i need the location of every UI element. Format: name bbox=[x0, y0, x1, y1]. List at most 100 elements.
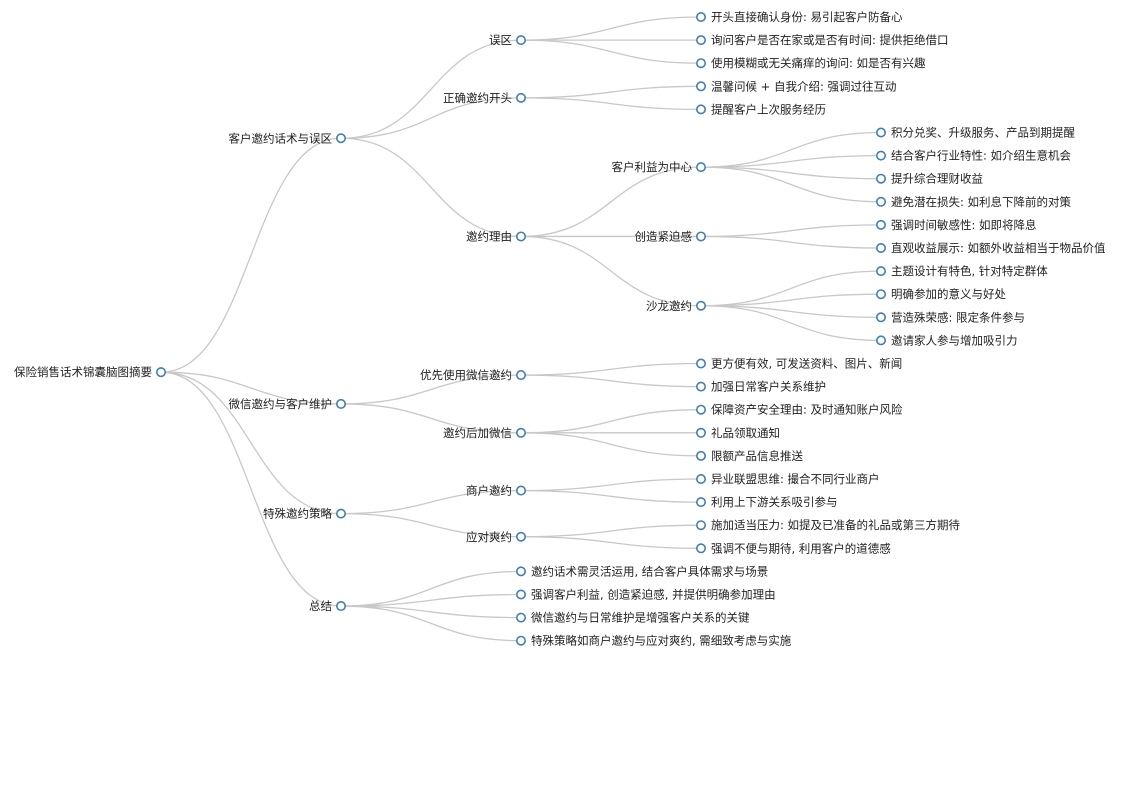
mindmap-node[interactable]: 强调不便与期待, 利用客户的道德感 bbox=[695, 541, 891, 555]
node-toggle-circle[interactable] bbox=[515, 566, 526, 577]
node-toggle-circle[interactable] bbox=[695, 450, 706, 461]
node-toggle-circle[interactable] bbox=[515, 612, 526, 623]
link-edge bbox=[340, 374, 522, 405]
mindmap-node[interactable]: 商户邀约 bbox=[466, 484, 526, 498]
mindmap-node[interactable]: 邀约后加微信 bbox=[443, 426, 526, 440]
mindmap-node[interactable]: 温馨问候 + 自我介绍: 强调过往互动 bbox=[695, 79, 897, 93]
node-label: 温馨问候 + 自我介绍: 强调过往互动 bbox=[711, 79, 896, 93]
node-toggle-circle[interactable] bbox=[515, 427, 526, 438]
node-toggle-circle[interactable] bbox=[515, 35, 526, 46]
mindmap-node[interactable]: 强调客户利益, 创造紧迫感, 并提供明确参加理由 bbox=[515, 588, 776, 602]
mindmap-node[interactable]: 邀约理由 bbox=[466, 229, 526, 243]
nodes-layer: 保险销售话术锦囊脑图摘要 客户邀约话术与误区 误区 开头直接确认身份: 易引起客户防备… bbox=[14, 10, 1106, 648]
mindmap-node[interactable]: 异业联盟思维: 撮合不同行业商户 bbox=[695, 472, 880, 486]
mindmap-node[interactable]: 创造紧迫感 bbox=[635, 229, 706, 243]
mindmap-node[interactable]: 邀请家人参与增加吸引力 bbox=[875, 333, 1018, 347]
mindmap-node[interactable]: 总结 bbox=[309, 599, 346, 613]
node-toggle-circle[interactable] bbox=[695, 381, 706, 392]
node-toggle-circle[interactable] bbox=[695, 12, 706, 22]
node-toggle-circle[interactable] bbox=[695, 104, 706, 115]
node-toggle-circle[interactable] bbox=[515, 231, 526, 242]
node-label: 邀约后加微信 bbox=[443, 426, 512, 440]
mindmap-node[interactable]: 应对爽约 bbox=[466, 530, 526, 544]
mindmap-node[interactable]: 强调时间敏感性: 如即将降息 bbox=[875, 218, 1037, 232]
node-toggle-circle[interactable] bbox=[695, 427, 706, 438]
mindmap-node[interactable]: 沙龙邀约 bbox=[646, 299, 706, 313]
mindmap-node[interactable]: 利用上下游关系吸引参与 bbox=[695, 495, 838, 509]
mindmap-node[interactable]: 优先使用微信邀约 bbox=[420, 368, 526, 382]
node-toggle-circle[interactable] bbox=[156, 367, 167, 378]
node-toggle-circle[interactable] bbox=[875, 312, 886, 323]
node-toggle-circle[interactable] bbox=[695, 473, 706, 484]
node-toggle-circle[interactable] bbox=[515, 635, 526, 646]
node-toggle-circle[interactable] bbox=[875, 150, 886, 161]
mindmap-node[interactable]: 结合客户行业特性: 如介绍生意机会 bbox=[875, 149, 1072, 163]
node-toggle-circle[interactable] bbox=[695, 231, 706, 242]
node-toggle-circle[interactable] bbox=[335, 398, 346, 409]
node-toggle-circle[interactable] bbox=[695, 520, 706, 531]
mindmap-node[interactable]: 微信邀约与客户维护 bbox=[229, 397, 346, 411]
mindmap-node[interactable]: 保障资产安全理由: 及时通知账户风险 bbox=[695, 403, 903, 417]
node-toggle-circle[interactable] bbox=[695, 162, 706, 173]
mindmap-node[interactable]: 客户邀约话术与误区 bbox=[229, 131, 346, 145]
node-toggle-circle[interactable] bbox=[875, 289, 886, 300]
node-toggle-circle[interactable] bbox=[695, 404, 706, 415]
node-toggle-circle[interactable] bbox=[515, 589, 526, 600]
node-toggle-circle[interactable] bbox=[515, 531, 526, 542]
mindmap-node[interactable]: 特殊邀约策略 bbox=[263, 507, 346, 521]
mindmap-node[interactable]: 开头直接确认身份: 易引起客户防备心 bbox=[695, 10, 903, 24]
links-layer bbox=[160, 16, 882, 642]
link-edge bbox=[340, 97, 522, 139]
mindmap-node[interactable]: 特殊策略如商户邀约与应对爽约, 需细致考虑与实施 bbox=[515, 634, 792, 648]
mindmap-node[interactable]: 询问客户是否在家或是否有时间: 提供拒绝借口 bbox=[695, 33, 949, 47]
mindmap-node[interactable]: 误区 bbox=[489, 33, 526, 47]
node-toggle-circle[interactable] bbox=[875, 243, 886, 254]
node-label: 特殊邀约策略 bbox=[263, 507, 332, 521]
mindmap-node[interactable]: 正确邀约开头 bbox=[443, 91, 526, 105]
mindmap-node[interactable]: 积分兑奖、升级服务、产品到期提醒 bbox=[875, 126, 1076, 140]
mindmap-node[interactable]: 主题设计有特色, 针对特定群体 bbox=[875, 264, 1049, 278]
node-toggle-circle[interactable] bbox=[695, 35, 706, 46]
node-toggle-circle[interactable] bbox=[875, 219, 886, 230]
mindmap-node[interactable]: 更方便有效, 可发送资料、图片、新闻 bbox=[695, 357, 903, 371]
link-edge bbox=[520, 409, 702, 434]
mindmap-node[interactable]: 提升综合理财收益 bbox=[875, 172, 983, 186]
node-toggle-circle[interactable] bbox=[875, 127, 886, 138]
node-toggle-circle[interactable] bbox=[875, 335, 886, 346]
mindmap-node[interactable]: 使用模糊或无关痛痒的询问: 如是否有兴趣 bbox=[695, 56, 926, 70]
node-toggle-circle[interactable] bbox=[515, 92, 526, 103]
node-toggle-circle[interactable] bbox=[335, 601, 346, 612]
mindmap-node[interactable]: 施加适当压力: 如提及已准备的礼品或第三方期待 bbox=[695, 518, 961, 532]
node-toggle-circle[interactable] bbox=[695, 58, 706, 69]
mindmap-node[interactable]: 限额产品信息推送 bbox=[695, 449, 804, 463]
node-toggle-circle[interactable] bbox=[695, 358, 706, 369]
mindmap-node[interactable]: 提醒客户上次服务经历 bbox=[695, 102, 826, 116]
mindmap-node[interactable]: 邀约话术需灵活运用, 结合客户具体需求与场景 bbox=[515, 564, 769, 578]
mindmap-node[interactable]: 明确参加的意义与好处 bbox=[875, 287, 1007, 301]
node-toggle-circle[interactable] bbox=[515, 370, 526, 381]
node-label: 施加适当压力: 如提及已准备的礼品或第三方期待 bbox=[711, 518, 961, 532]
mindmap-node[interactable]: 微信邀约与日常维护是增强客户关系的关键 bbox=[515, 611, 750, 625]
node-toggle-circle[interactable] bbox=[875, 266, 886, 277]
node-toggle-circle[interactable] bbox=[335, 508, 346, 519]
mindmap-node[interactable]: 保险销售话术锦囊脑图摘要 bbox=[14, 365, 167, 379]
node-toggle-circle[interactable] bbox=[695, 543, 706, 554]
mindmap-node[interactable]: 营造殊荣感: 限定条件参与 bbox=[875, 310, 1025, 324]
mindmap-node[interactable]: 客户利益为中心 bbox=[612, 160, 706, 174]
node-toggle-circle[interactable] bbox=[875, 196, 886, 207]
link-edge bbox=[520, 478, 702, 492]
node-toggle-circle[interactable] bbox=[875, 173, 886, 184]
node-label: 沙龙邀约 bbox=[646, 299, 692, 313]
node-label: 邀请家人参与增加吸引力 bbox=[891, 333, 1018, 347]
link-edge bbox=[160, 371, 342, 607]
mindmap-node[interactable]: 避免潜在损失: 如利息下降前的对策 bbox=[875, 195, 1072, 209]
mindmap-node[interactable]: 加强日常客户关系维护 bbox=[695, 380, 826, 394]
node-toggle-circle[interactable] bbox=[515, 485, 526, 496]
node-toggle-circle[interactable] bbox=[695, 300, 706, 311]
node-toggle-circle[interactable] bbox=[695, 497, 706, 508]
mindmap-node[interactable]: 礼品领取通知 bbox=[695, 426, 780, 440]
node-label: 主题设计有特色, 针对特定群体 bbox=[891, 264, 1048, 278]
node-toggle-circle[interactable] bbox=[695, 81, 706, 92]
mindmap-node[interactable]: 直观收益展示: 如额外收益相当于物品价值 bbox=[875, 241, 1106, 255]
node-toggle-circle[interactable] bbox=[335, 133, 346, 144]
